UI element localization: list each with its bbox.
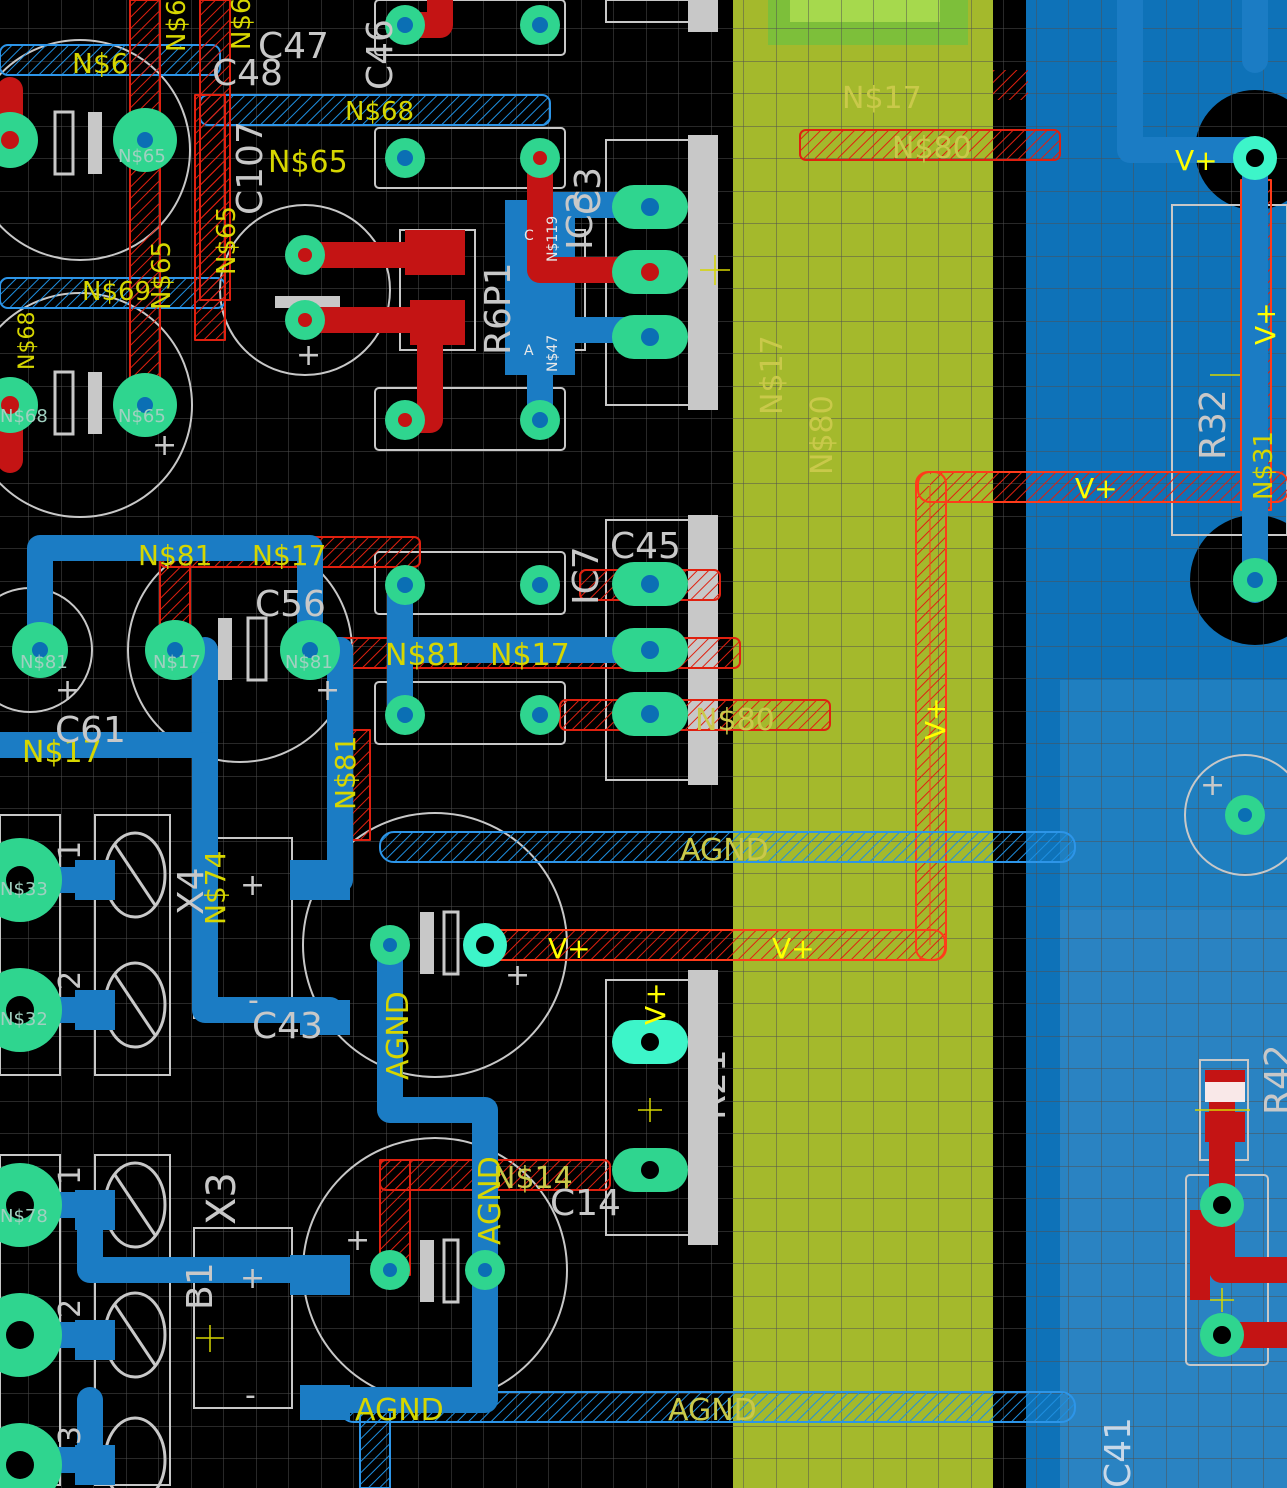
net-label: N$14 xyxy=(493,1161,573,1196)
part-label: C46 xyxy=(360,19,401,90)
part-label: C48 xyxy=(212,53,283,94)
plus-mark: + xyxy=(1200,768,1225,803)
net-label: N$81 xyxy=(385,638,465,673)
net-label: N$6 xyxy=(72,47,129,80)
top-copper-pads xyxy=(405,230,1245,1300)
part-label: R32 xyxy=(1193,389,1234,460)
net-label: N$65 xyxy=(118,146,166,167)
tht-pads xyxy=(0,5,1277,1488)
net-label: N$81 xyxy=(285,652,333,673)
net-label: N$17 xyxy=(252,539,326,572)
net-label: V+ xyxy=(1075,472,1118,505)
net-label: V+ xyxy=(772,932,815,965)
part-label: B1 xyxy=(180,1262,221,1310)
part-label: C43 xyxy=(252,1006,323,1047)
pin-number: 3 xyxy=(53,1426,88,1445)
net-label: AGND xyxy=(355,1393,444,1428)
plus-mark: + xyxy=(315,673,340,708)
pad-text: A xyxy=(524,343,534,359)
net-label: N$80 xyxy=(695,703,775,738)
part-labels: C47 C48 C107 C46 C3 IC3 R6P1 C45 IC7 C56… xyxy=(55,19,1287,1488)
net-label: N$65 xyxy=(118,406,166,427)
plus-mark: + xyxy=(152,428,177,463)
net-label: N$31 xyxy=(1249,431,1279,500)
part-label: R21 xyxy=(693,1049,734,1120)
bottom-copper-pads xyxy=(75,200,575,1485)
pin-number: 1 xyxy=(53,841,88,860)
net-label: N$32 xyxy=(0,1009,48,1030)
part-label: X3 xyxy=(199,1172,245,1225)
net-label: N$80 xyxy=(892,131,972,166)
net-label: N$65 xyxy=(227,0,257,50)
net-label: V+ xyxy=(919,697,952,740)
pin-numbers: 1 2 1 2 3 xyxy=(53,841,88,1445)
part-label: C14 xyxy=(550,1183,621,1224)
net-label: N$68 xyxy=(0,406,48,427)
net-label: N$47 xyxy=(545,335,561,372)
part-label: C107 xyxy=(230,121,271,215)
plus-mark: + xyxy=(240,1261,265,1296)
net-label: AGND xyxy=(668,1393,757,1428)
net-label: N$65 xyxy=(268,145,348,180)
part-label: IC7 xyxy=(566,546,607,605)
net-label: N$17 xyxy=(755,335,790,415)
net-label: N$69 xyxy=(82,277,151,307)
net-label: N$68 xyxy=(15,312,40,370)
plus-mark: + xyxy=(240,868,265,903)
part-label: C61 xyxy=(55,710,126,751)
net-label: N$65 xyxy=(162,0,192,52)
pad-text: C xyxy=(524,228,534,244)
minus-mark: - xyxy=(245,1378,256,1413)
pin-number: 2 xyxy=(53,1299,88,1318)
part-label: C56 xyxy=(255,584,326,625)
plus-mark: + xyxy=(55,673,80,708)
minus-mark: - xyxy=(248,983,259,1018)
net-label: AGND xyxy=(473,1156,508,1245)
plus-mark: + xyxy=(505,958,530,993)
net-label: N$17 xyxy=(490,638,570,673)
part-label: IC3 xyxy=(560,191,601,250)
net-label: V+ xyxy=(1175,144,1218,177)
plus-mark: + xyxy=(296,338,321,373)
net-label: AGND xyxy=(381,991,416,1080)
silk-component-bodies xyxy=(53,0,718,1304)
net-label: N$81 xyxy=(329,736,362,810)
net-label: N$74 xyxy=(199,851,232,925)
net-label: N$33 xyxy=(0,879,48,900)
net-label: N$68 xyxy=(345,97,414,127)
part-label: R6P1 xyxy=(478,262,519,355)
part-label: C41 xyxy=(1098,1417,1139,1488)
net-label: N$81 xyxy=(138,539,212,572)
net-label: N$80 xyxy=(805,395,840,475)
net-label: V+ xyxy=(548,932,591,965)
net-label: N$81 xyxy=(20,652,68,673)
net-label: N$65 xyxy=(147,241,177,310)
net-label: N$65 xyxy=(212,206,242,275)
net-labels: N$65 N$65 N$6 N$68 N$65 N$65 N$65 N$69 N… xyxy=(0,0,1282,1428)
net-label: V+ xyxy=(1249,302,1282,345)
pin-number: 1 xyxy=(53,1166,88,1185)
net-label: V+ xyxy=(639,982,672,1025)
origin-marks xyxy=(196,255,1250,1352)
pad-texts: C A xyxy=(524,228,534,359)
net-label: N$119 xyxy=(545,216,561,262)
net-label: N$17 xyxy=(22,735,102,770)
part-label: C47 xyxy=(258,26,329,67)
pin-number: 2 xyxy=(53,971,88,990)
part-label: X4 xyxy=(171,867,212,915)
net-label: N$17 xyxy=(153,652,201,673)
part-label: R42 xyxy=(1258,1044,1287,1115)
part-label: C45 xyxy=(610,526,681,567)
net-label: N$78 xyxy=(0,1206,48,1227)
net-label: N$17 xyxy=(842,81,922,116)
polarity-marks: + + + + + + + + + - - xyxy=(55,338,1225,1413)
plus-mark: + xyxy=(345,1223,370,1258)
part-label: C3 xyxy=(568,167,609,215)
net-label: AGND xyxy=(680,833,769,868)
